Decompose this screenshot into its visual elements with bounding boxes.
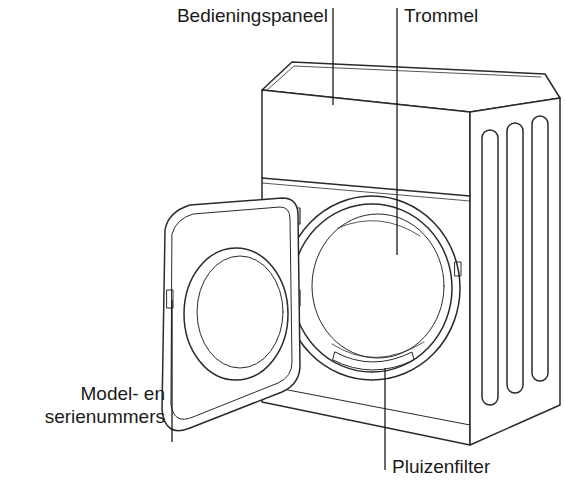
door bbox=[162, 198, 300, 431]
door-frame bbox=[171, 207, 292, 419]
drum-ribs bbox=[332, 221, 424, 358]
side-groove bbox=[507, 123, 523, 393]
door-seal bbox=[292, 204, 452, 372]
door-glass bbox=[184, 248, 288, 380]
door-latch bbox=[455, 262, 461, 276]
leader-line bbox=[396, 8, 397, 255]
control-panel-edge bbox=[262, 178, 470, 196]
cabinet-side bbox=[470, 98, 560, 445]
drum bbox=[312, 214, 444, 358]
door-opening bbox=[284, 196, 460, 380]
part-label: Pluizenfilter bbox=[392, 455, 542, 478]
part-label: Trommel bbox=[404, 4, 524, 27]
part-label: Bedieningspaneel bbox=[160, 4, 328, 27]
leader-line bbox=[332, 8, 333, 105]
side-groove bbox=[482, 130, 498, 405]
leader-line bbox=[384, 368, 385, 470]
door-glass-inner bbox=[197, 256, 283, 368]
side-groove bbox=[532, 116, 548, 381]
cabinet-top-edge bbox=[266, 66, 541, 91]
part-label: Model- en serienummers bbox=[20, 382, 165, 428]
lint-filter-slot bbox=[333, 352, 414, 370]
leader-line bbox=[171, 300, 172, 442]
kick-plate bbox=[262, 385, 470, 425]
